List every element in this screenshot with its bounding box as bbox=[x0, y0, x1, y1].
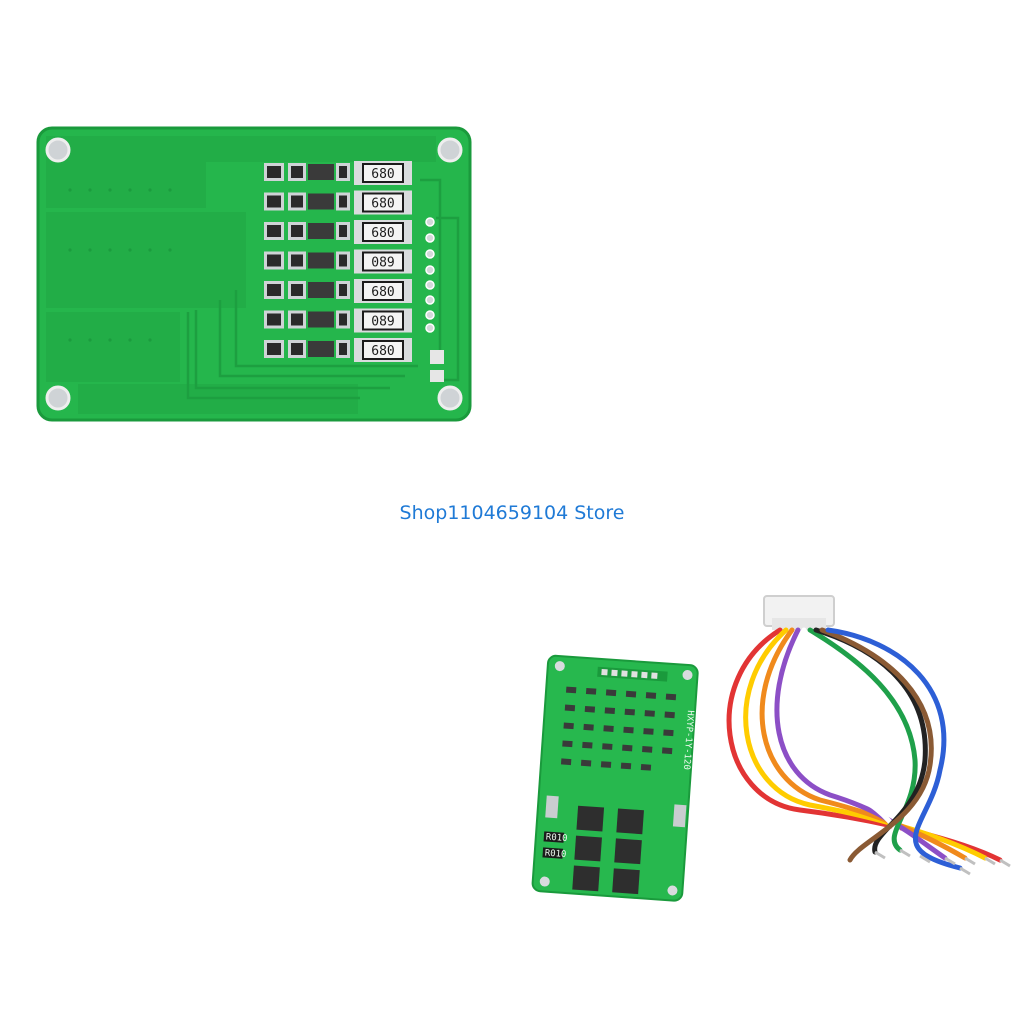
svg-text:680: 680 bbox=[371, 197, 394, 212]
top-pcb-photo: 680 680 680 089 680 089 680 bbox=[36, 126, 472, 422]
store-name[interactable]: Shop1104659104 Store bbox=[399, 502, 625, 524]
svg-text:680: 680 bbox=[371, 167, 394, 182]
svg-text:HXYP-1Y-120: HXYP-1Y-120 bbox=[681, 710, 695, 770]
svg-text:680: 680 bbox=[371, 285, 394, 300]
svg-text:680: 680 bbox=[371, 226, 394, 241]
svg-text:680: 680 bbox=[371, 344, 394, 359]
svg-text:089: 089 bbox=[371, 315, 394, 330]
svg-text:089: 089 bbox=[371, 256, 394, 271]
svg-text:R010: R010 bbox=[545, 833, 567, 844]
svg-text:R010: R010 bbox=[544, 848, 566, 859]
bottom-pcb-and-harness-photo: HXYP-1Y-120 R010 R010 bbox=[531, 595, 1011, 902]
